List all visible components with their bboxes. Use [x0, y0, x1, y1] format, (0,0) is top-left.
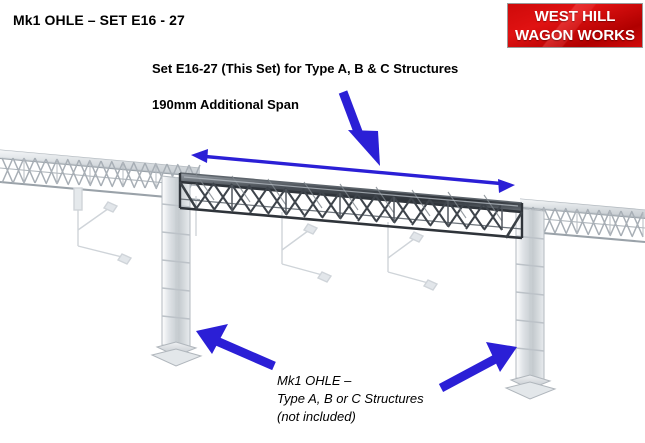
- caption-line-3: (not included): [277, 409, 356, 424]
- caption-line-1: Mk1 OHLE –: [277, 373, 352, 388]
- annotation-set-label: Set E16-27 (This Set) for Type A, B & C …: [152, 61, 459, 76]
- annotation-span-label: 190mm Additional Span: [152, 97, 299, 112]
- right-structure-arrow: [438, 342, 517, 392]
- logo-line-1: WEST HILL: [534, 7, 616, 25]
- annotation-arrows: [191, 90, 517, 392]
- page-title: Mk1 OHLE – SET E16 - 27: [13, 12, 185, 28]
- span-dimension-arrow: [191, 149, 515, 193]
- right-mast: [504, 207, 557, 400]
- span-pointer-arrow: [338, 90, 380, 166]
- highlighted-truss-span: [178, 172, 524, 240]
- right-truss-span: [519, 198, 645, 244]
- left-structure-arrow: [196, 324, 276, 371]
- left-mast: [150, 175, 203, 367]
- left-truss-span: [0, 149, 201, 202]
- annotation-caption: Mk1 OHLE – Type A, B or C Structures (no…: [277, 372, 424, 426]
- company-logo: WEST HILL WAGON WORKS: [507, 3, 643, 48]
- registration-arms: [73, 187, 439, 291]
- caption-line-2: Type A, B or C Structures: [277, 391, 424, 406]
- logo-line-2: WAGON WORKS: [515, 26, 635, 44]
